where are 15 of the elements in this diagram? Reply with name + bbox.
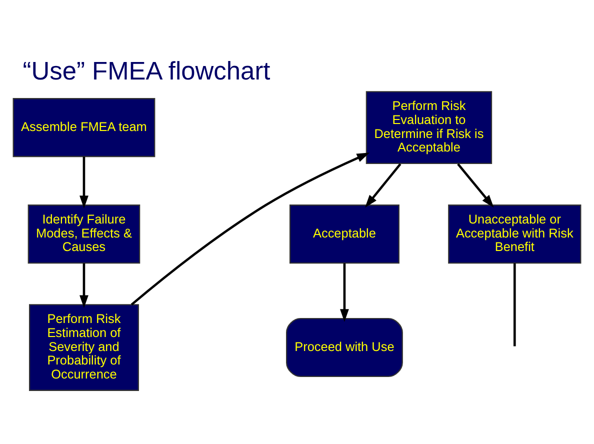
diagram-title: “Use” FMEA flowchart	[22, 57, 270, 86]
arrow	[130, 152, 370, 305]
arrow	[80, 262, 88, 308]
node-box: Acceptable	[289, 204, 400, 264]
node-box: Identify Failure Modes, Effects & Causes	[28, 204, 140, 264]
arrow	[340, 262, 349, 322]
node-box: Perform Risk Evaluation to Determine if Risk is Acceptable	[366, 90, 492, 164]
arrow	[364, 162, 402, 208]
node-box: Assemble FMEA team	[12, 98, 156, 157]
arrow	[457, 162, 494, 208]
node-box: Proceed with Use	[286, 318, 403, 377]
connector	[514, 262, 516, 346]
arrow	[80, 156, 88, 208]
node-box: Perform Risk Estimation of Severity and Probability of Occurrence	[28, 304, 139, 390]
node-box: Unacceptable or Acceptable with Risk Benefit	[448, 204, 582, 264]
